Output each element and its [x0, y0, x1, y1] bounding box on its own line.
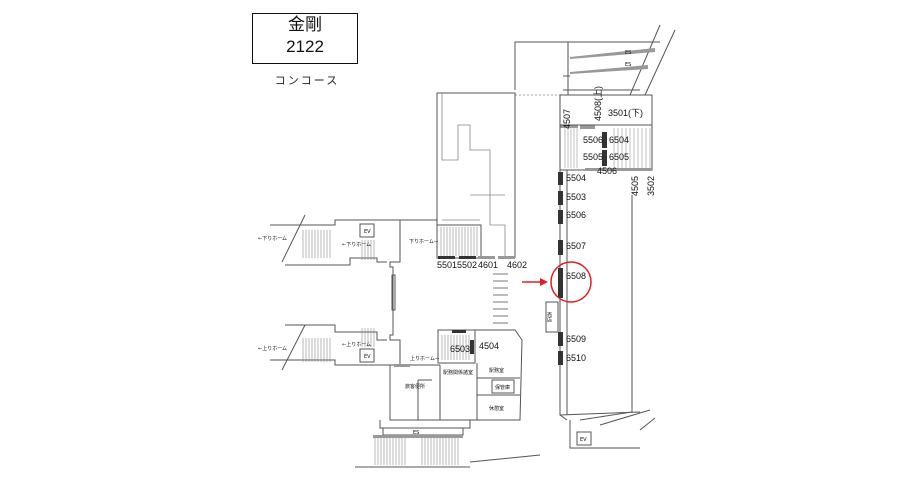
ad-6506: 6506: [566, 210, 586, 220]
ev-label: EV: [580, 437, 587, 443]
ad-3502: 3502: [646, 176, 656, 196]
ad-3501: 3501(下): [608, 108, 643, 118]
shop-label: 売店: [546, 311, 552, 323]
ad-4601: 4601: [478, 260, 498, 270]
station-rooms-label: 駅務関係諸室: [443, 369, 473, 376]
red-arrow-icon: [540, 278, 548, 286]
ad-4505: 4505: [630, 176, 640, 196]
down-platform-left-label: ←下りホーム: [258, 236, 287, 242]
highlight-circle: [550, 261, 592, 303]
up-platform-left-label: ←上りホーム: [342, 341, 371, 348]
rest-room-label: 休憩室: [489, 405, 504, 412]
ad-6508: 6508: [566, 271, 586, 281]
ad-6509: 6509: [566, 334, 586, 344]
es-label: ES: [625, 50, 631, 56]
ad-5505: 5505: [583, 152, 603, 162]
highlight-marker: [522, 261, 592, 303]
es-label: ES: [413, 430, 419, 436]
ad-5504: 5504: [566, 173, 586, 183]
ad-4508: 4508(上): [593, 86, 603, 121]
up-platform-right-label: 上りホーム→: [410, 355, 439, 362]
down-platform-left-label: ←下りホーム: [342, 242, 371, 248]
escalator-block-right: [559, 124, 653, 171]
station-name-box: 金剛 2122: [252, 13, 358, 64]
down-platform-right-label: 下りホーム→: [409, 239, 438, 245]
ad-5502: 5502: [457, 260, 477, 270]
escalator-down-center: [436, 224, 482, 259]
top-escalators: ES ES: [514, 24, 676, 96]
lower-rooms: ES: [355, 329, 541, 468]
ad-5506: 5506: [583, 135, 603, 145]
storage-label: 保管庫: [495, 384, 510, 391]
ad-6504: 6504: [609, 135, 629, 145]
station-code: 2122: [286, 37, 324, 56]
ad-6507: 6507: [566, 241, 586, 251]
floor-label: コンコース: [274, 75, 340, 87]
up-platform-left-label: ←上りホーム: [258, 345, 287, 352]
ad-4507: 4507: [562, 109, 572, 129]
ad-6503: 6503: [450, 344, 470, 354]
ad-4506: 4506: [597, 166, 617, 176]
center-stairs: [493, 273, 508, 324]
station-name: 金剛: [288, 15, 322, 34]
ad-5503: 5503: [566, 192, 586, 202]
central-building: [436, 92, 516, 258]
es-label: ES: [625, 62, 631, 68]
ad-6510: 6510: [566, 353, 586, 363]
ev-label: EV: [364, 354, 371, 360]
ad-6505: 6505: [609, 152, 629, 162]
ev-label: EV: [364, 229, 371, 235]
left-area: EV EV: [270, 214, 440, 371]
ad-4504: 4504: [479, 341, 499, 351]
toilet-label: 旅客便所: [405, 383, 425, 390]
ad-4602: 4602: [507, 260, 527, 270]
ad-5501: 5501: [437, 260, 457, 270]
office-label: 駅務室: [489, 367, 504, 374]
